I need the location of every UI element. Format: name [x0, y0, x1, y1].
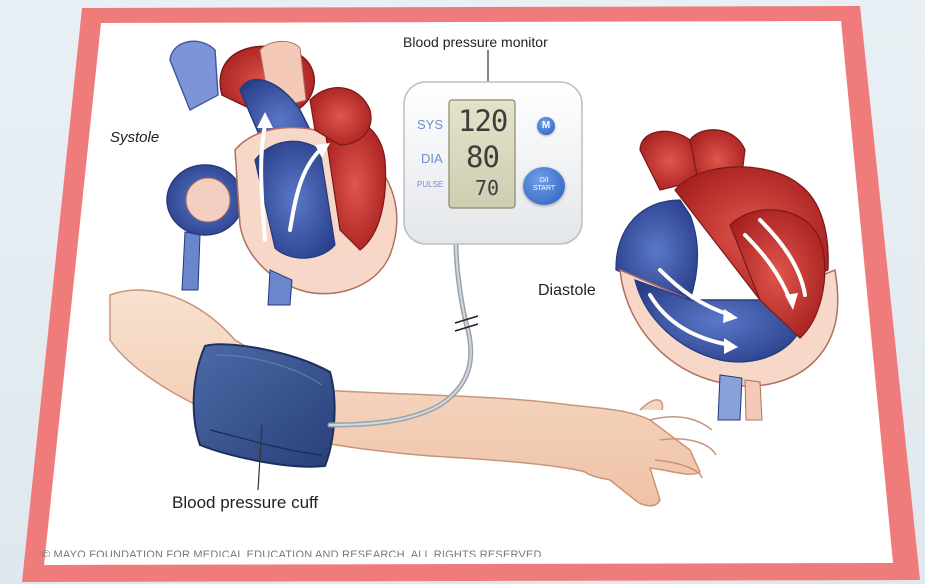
dia-caption: DIA — [421, 151, 443, 166]
cuff-label: Blood pressure cuff — [172, 493, 318, 513]
start-button-line1: O/I — [523, 177, 565, 185]
pulse-value: 70 — [475, 176, 499, 200]
start-button[interactable]: O/I START — [523, 167, 565, 205]
diastole-label: Diastole — [538, 282, 596, 300]
monitor-label: Blood pressure monitor — [403, 34, 548, 50]
systole-label: Systole — [110, 129, 159, 146]
pulse-caption: PULSE — [417, 180, 443, 189]
sys-caption: SYS — [417, 117, 443, 132]
diastolic-value: 80 — [466, 140, 499, 174]
start-button-line2: START — [523, 185, 565, 193]
systolic-value: 120 — [458, 104, 507, 138]
memory-button[interactable]: M — [537, 117, 555, 135]
copyright-notice: © MAYO FOUNDATION FOR MEDICAL EDUCATION … — [42, 549, 582, 557]
